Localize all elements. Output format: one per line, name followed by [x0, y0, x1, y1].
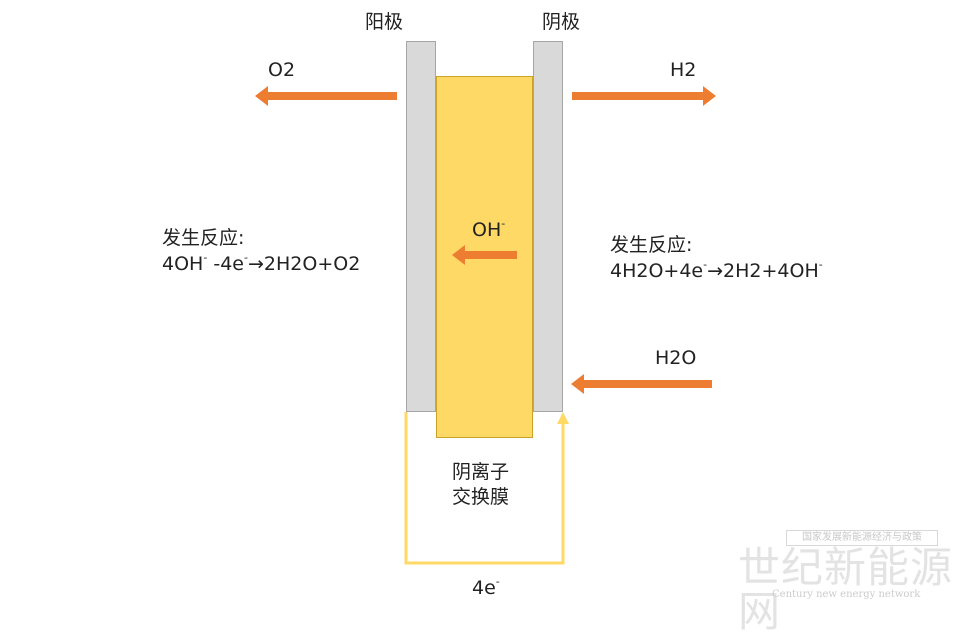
anode-reaction-equation: 4OH- -4e-→2H2O+O2 — [162, 252, 360, 276]
cathode-eq-sup2: - — [818, 258, 823, 271]
h2o-label: H2O — [655, 347, 697, 369]
watermark-tagline: 国家发展新能源经济与政策 — [786, 530, 938, 546]
watermark-subtitle: Century new energy network — [772, 589, 921, 600]
hydroxide-label: OH- — [472, 217, 506, 241]
electrolysis-diagram: { "labels": { "anode": "阳极", "cathode": … — [162, 11, 953, 634]
cathode-eq-part2: →2H2+4OH — [707, 260, 819, 282]
anode-label: 阳极 — [365, 11, 404, 33]
oh-arrow — [452, 245, 517, 265]
anode-plate — [406, 41, 436, 412]
o2-arrow — [255, 86, 397, 106]
electron-arrowhead — [557, 412, 569, 424]
o2-label: O2 — [268, 59, 296, 81]
cathode-reaction-title: 发生反应: — [610, 234, 693, 256]
diagram-arrows — [255, 86, 716, 565]
anode-eq-part1: 4OH — [162, 253, 204, 275]
h2o-arrow — [571, 374, 712, 394]
anode-reaction-title: 发生反应: — [162, 227, 245, 249]
anode-eq-sup2: - — [244, 251, 248, 264]
anode-eq-part2: -4e — [207, 253, 245, 275]
hydroxide-charge: - — [501, 217, 506, 230]
electron-path — [404, 412, 565, 565]
cathode-plate — [533, 41, 563, 412]
membrane-label-line2: 交换膜 — [452, 486, 510, 508]
hydroxide-base: OH — [472, 219, 502, 241]
cathode-label: 阴极 — [542, 11, 581, 33]
h2-label: H2 — [670, 59, 697, 81]
anode-eq-sup1: - — [203, 251, 208, 264]
cathode-eq-sup1: - — [703, 258, 708, 271]
cathode-reaction-equation: 4H2O+4e-→2H2+4OH- — [610, 259, 823, 283]
membrane-label-line1: 阴离子 — [452, 461, 510, 483]
h2-arrow — [572, 86, 716, 106]
cathode-eq-part1: 4H2O+4e — [610, 260, 704, 282]
electron-base: 4e — [472, 577, 496, 599]
electron-charge: - — [495, 575, 500, 588]
anode-eq-part3: →2H2O+O2 — [248, 253, 361, 275]
electron-label: 4e- — [472, 575, 500, 599]
